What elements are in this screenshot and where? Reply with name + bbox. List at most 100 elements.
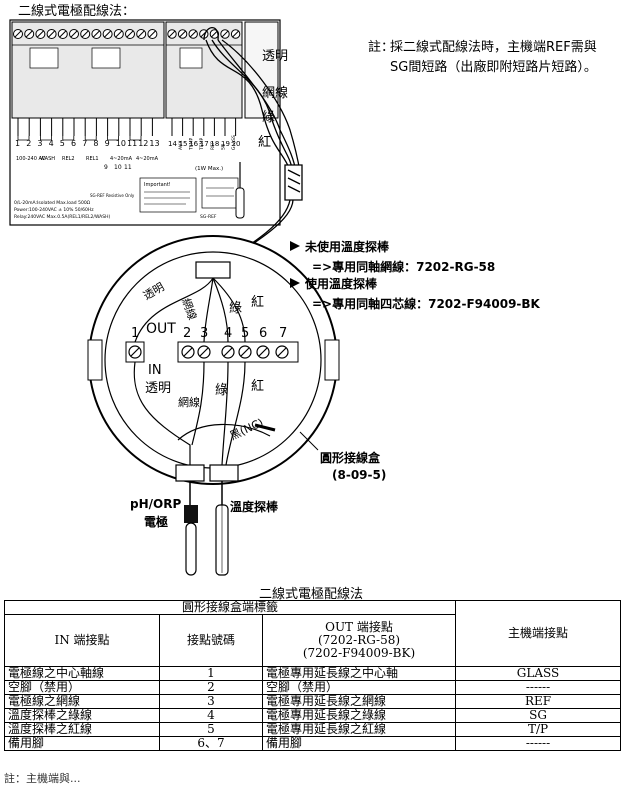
table-cell-in: 空腳（禁用） xyxy=(4,680,160,695)
sub-terminal: 11 xyxy=(124,164,132,171)
spec-line: Relay:240VAC Max.0.5A(REL1/REL2/WASH) xyxy=(14,214,110,220)
box-terminal-number: 2 xyxy=(183,326,191,341)
group-label: 100-240 AC xyxy=(16,156,46,162)
svg-text:綠: 綠 xyxy=(215,383,228,398)
terminal-number: 7 xyxy=(82,139,87,148)
in-label: IN xyxy=(148,363,162,378)
terminal-number: 20 xyxy=(232,140,241,148)
table-cell-host: SG xyxy=(455,708,621,723)
out-header: OUT 端接點 (7202-RG-58) (7202-F94009-BK) xyxy=(262,614,456,667)
table-cell-in: 電極線之中心軸線 xyxy=(4,666,160,681)
wiring-table: 圓形接線盒端標籤 主機端接點 IN 端接點 接點號碼 OUT 端接點 (7202… xyxy=(4,600,621,751)
important-label: Important! xyxy=(144,182,171,188)
out-header-line: (7202-F94009-BK) xyxy=(302,646,416,660)
note-text: 採二線式配線法時，主機端REF需與SG間短路（出廠即附短路片短路）。 xyxy=(390,40,597,75)
table-cell-in: 溫度探棒之綠線 xyxy=(4,708,160,723)
terminal-number: 10 xyxy=(116,139,126,148)
svg-text:紅: 紅 xyxy=(251,295,264,310)
terminal-number: 2 xyxy=(26,139,31,148)
group-label: REL2 xyxy=(62,156,75,162)
temp-probe xyxy=(215,481,229,576)
num-header: 接點號碼 xyxy=(159,614,263,667)
box-wires xyxy=(133,277,276,466)
table-cell-host: T/P xyxy=(455,722,621,737)
svg-text:網線: 網線 xyxy=(178,395,200,409)
table-cell-out: 電極專用延長線之網線 xyxy=(262,694,456,709)
table-cell-out: 備用腳 xyxy=(262,736,456,751)
callout-used-title: 使用溫度探棒 xyxy=(304,276,378,291)
in-header: IN 端接點 xyxy=(4,614,160,667)
terminal-number: 17 xyxy=(200,140,209,148)
terminal-number: 9 xyxy=(105,139,110,148)
spec-line: 0/L-20mA:Isolated Max.load 500Ω xyxy=(14,200,91,206)
table-cell-host: ------ xyxy=(455,680,621,695)
table-cell-in: 電極線之網線 xyxy=(4,694,160,709)
meas-label: (1W Max.) xyxy=(195,166,223,172)
callout-unused-title: 未使用溫度探棒 xyxy=(304,239,390,254)
box-terminal-number: 6 xyxy=(259,326,267,341)
wire-label-green: 綠 xyxy=(262,110,275,125)
table-cell-num: 3 xyxy=(159,694,263,709)
box-terminal-number: 1 xyxy=(131,326,139,341)
electrode-zh-label: 電極 xyxy=(144,514,168,529)
terminal-number: 16 xyxy=(189,140,198,148)
sub-terminal: 10 xyxy=(114,164,122,171)
terminal-number: 14 xyxy=(168,140,177,148)
table-cell-out: 電極專用延長線之中心軸 xyxy=(262,666,456,681)
page-title: 二線式電極配線法： xyxy=(18,4,136,19)
box-terminal-number: 5 xyxy=(241,326,249,341)
temp-probe-label: 溫度探棒 xyxy=(230,499,279,514)
svg-text:SG-REF: SG-REF xyxy=(200,214,217,220)
terminal-number: 15 xyxy=(179,140,188,148)
box-terminal-number: 7 xyxy=(279,326,287,341)
electrode xyxy=(184,481,198,576)
table-cell-num: 2 xyxy=(159,680,263,695)
out-header-line: OUT 端接點 xyxy=(325,620,393,634)
host-header: 主機端接點 xyxy=(455,600,621,667)
callout-unused-cable: =>專用同軸網線：7202-RG-58 xyxy=(312,259,495,274)
right-terminal-label: TEMP xyxy=(189,138,195,151)
terminal-number: 5 xyxy=(60,139,65,148)
table-cell-out: 空腳（禁用） xyxy=(262,680,456,695)
terminal-number: 3 xyxy=(37,139,42,148)
table-cell-host: REF xyxy=(455,694,621,709)
terminal-number: 4 xyxy=(49,139,54,148)
callout-used-cable: =>專用同軸四芯線：7202-F94009-BK xyxy=(312,296,541,311)
table-cell-host: GLASS xyxy=(455,666,621,681)
group-label: 4~20mA xyxy=(110,156,133,162)
right-terminal-label: GLASS xyxy=(231,135,237,150)
note-label: 註： xyxy=(368,40,395,55)
table-group-header: 圓形接線盒端標籤 xyxy=(4,600,456,615)
out-label: OUT xyxy=(146,321,176,337)
callout-arrows xyxy=(290,241,319,451)
right-terminal-label: REF xyxy=(210,141,216,150)
group-label: REL1 xyxy=(86,156,99,162)
right-terminal-label: SG xyxy=(220,143,226,150)
table-cell-num: 4 xyxy=(159,708,263,723)
terminal-number: 1 xyxy=(15,139,20,148)
electrode-en-label: pH/ORP xyxy=(130,497,181,511)
terminal-number: 18 xyxy=(210,140,219,148)
group-label: WASH xyxy=(40,156,55,162)
callout-box-code: (8-09-5) xyxy=(332,468,386,482)
table-cell-host: ------ xyxy=(455,736,621,751)
svg-text:透明: 透明 xyxy=(145,381,171,396)
terminal-number: 12 xyxy=(138,139,148,148)
group-label: 4~20mA xyxy=(136,156,159,162)
wire-label-transparent: 透明 xyxy=(262,49,288,64)
out-header-line: (7202-RG-58) xyxy=(317,633,401,647)
terminal-screws xyxy=(13,29,158,39)
table-cell-num: 1 xyxy=(159,666,263,681)
terminal-number: 8 xyxy=(93,139,98,148)
table-cell-in: 溫度探棒之紅線 xyxy=(4,722,160,737)
table-cell-out: 電極專用延長線之綠線 xyxy=(262,708,456,723)
terminal-number: 11 xyxy=(127,139,137,148)
